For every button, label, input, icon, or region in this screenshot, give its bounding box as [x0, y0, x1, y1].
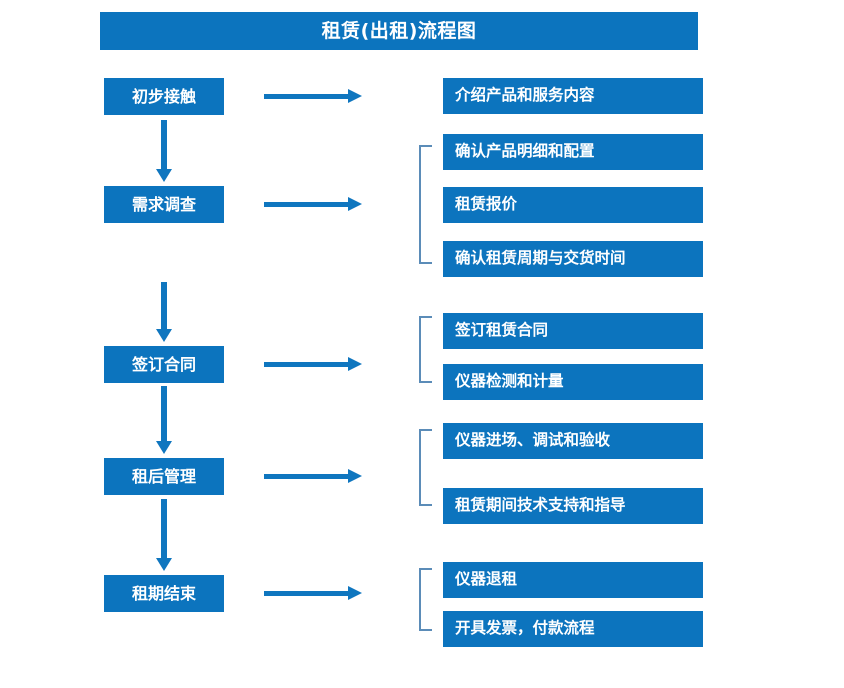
chart-title-bar: 租赁(出租)流程图	[100, 12, 698, 50]
task-label-2-1: 确认产品明细和配置	[455, 142, 595, 161]
stage-box-4[interactable]: 租后管理	[104, 458, 224, 495]
horizontal-arrow-1	[264, 88, 364, 104]
chart-title: 租赁(出租)流程图	[321, 19, 477, 42]
stage-label-1: 初步接触	[131, 86, 196, 106]
stage-box-5[interactable]: 租期结束	[104, 575, 224, 612]
horizontal-arrow-5	[264, 585, 364, 601]
task-label-1-1: 介绍产品和服务内容	[455, 86, 595, 105]
task-box-1-1[interactable]: 介绍产品和服务内容	[443, 78, 703, 114]
task-box-3-2[interactable]: 仪器检测和计量	[443, 364, 703, 400]
task-box-4-1[interactable]: 仪器进场、调试和验收	[443, 423, 703, 459]
task-label-5-2: 开具发票，付款流程	[455, 619, 595, 638]
group-bracket-3	[419, 316, 432, 383]
vertical-arrow-3-to-4	[156, 386, 172, 454]
task-box-3-1[interactable]: 签订租赁合同	[443, 313, 703, 349]
vertical-arrow-1-to-2	[156, 120, 172, 182]
stage-box-1[interactable]: 初步接触	[104, 78, 224, 115]
horizontal-arrow-3	[264, 356, 364, 372]
task-box-5-1[interactable]: 仪器退租	[443, 562, 703, 598]
task-box-2-1[interactable]: 确认产品明细和配置	[443, 134, 703, 170]
vertical-arrow-2-to-3	[156, 282, 172, 342]
stage-box-3[interactable]: 签订合同	[104, 346, 224, 383]
stage-label-5: 租期结束	[131, 583, 196, 603]
group-bracket-5	[419, 568, 432, 631]
task-box-4-2[interactable]: 租赁期间技术支持和指导	[443, 488, 703, 524]
task-box-2-2[interactable]: 租赁报价	[443, 187, 703, 223]
stage-box-2[interactable]: 需求调查	[104, 186, 224, 223]
task-label-5-1: 仪器退租	[455, 570, 518, 589]
task-label-2-2: 租赁报价	[455, 195, 518, 214]
stage-label-2: 需求调查	[131, 194, 196, 214]
task-box-2-3[interactable]: 确认租赁周期与交货时间	[443, 241, 703, 277]
horizontal-arrow-2	[264, 196, 364, 212]
horizontal-arrow-4	[264, 468, 364, 484]
stage-label-4: 租后管理	[131, 466, 196, 486]
group-bracket-4	[419, 429, 432, 506]
task-label-2-3: 确认租赁周期与交货时间	[455, 249, 626, 268]
task-label-4-1: 仪器进场、调试和验收	[455, 431, 611, 450]
group-bracket-2	[419, 145, 432, 264]
task-label-3-1: 签订租赁合同	[455, 321, 549, 340]
vertical-arrow-4-to-5	[156, 499, 172, 571]
stage-label-3: 签订合同	[131, 354, 196, 374]
task-label-3-2: 仪器检测和计量	[455, 372, 564, 391]
task-label-4-2: 租赁期间技术支持和指导	[455, 496, 626, 515]
task-box-5-2[interactable]: 开具发票，付款流程	[443, 611, 703, 647]
